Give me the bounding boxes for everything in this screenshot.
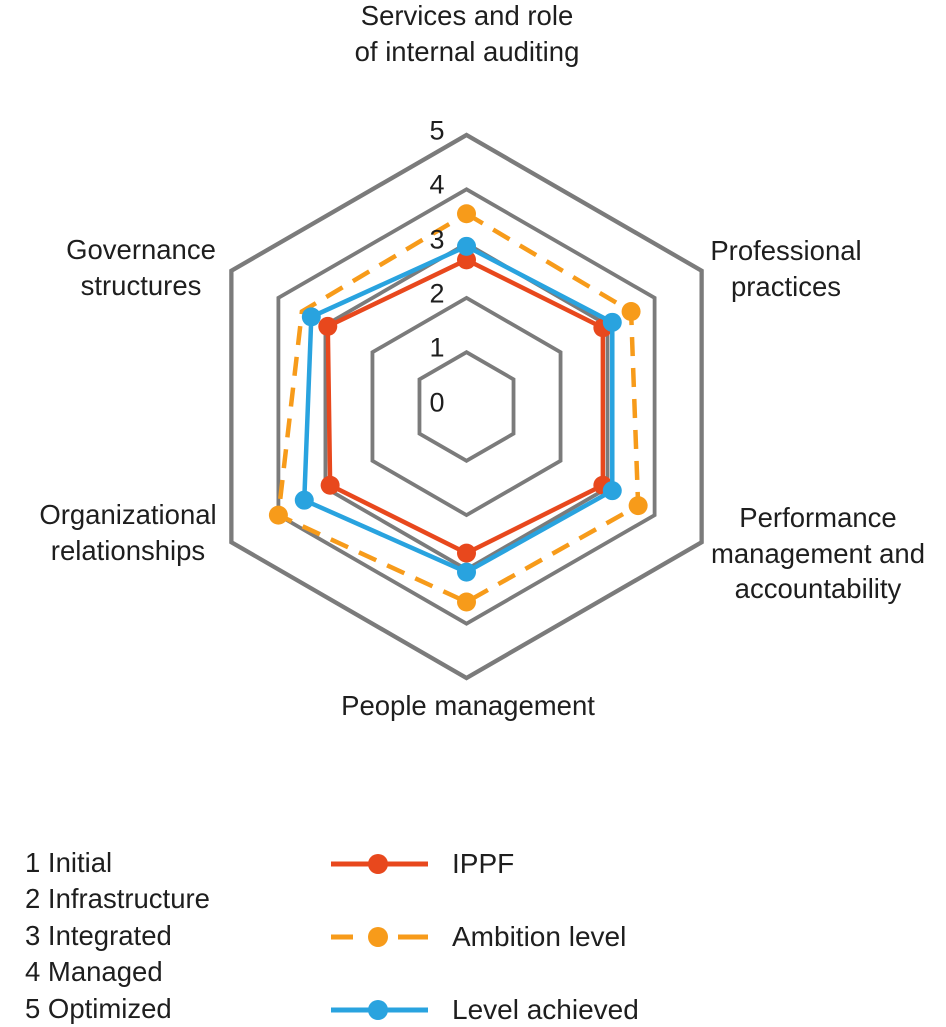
- legend-marker: [368, 1000, 388, 1020]
- series-marker-ippf: [457, 250, 476, 270]
- maturity-level-item: 4 Managed: [25, 956, 163, 988]
- series-line-ambition-level: [275, 211, 641, 605]
- series-marker-ippf: [318, 316, 338, 336]
- series-marker-ambition-level: [457, 204, 476, 224]
- series-marker-ambition-level: [621, 301, 641, 321]
- scale-tick-label-5: 5: [429, 115, 445, 146]
- scale-tick-label-2: 2: [429, 278, 445, 309]
- axis-label-line: Governance: [66, 234, 216, 265]
- legend-label: Ambition level: [452, 921, 627, 952]
- axis-label-organizational-relationships: Organizational relationships: [39, 497, 216, 568]
- legend-item-ambition-level: Ambition level: [330, 921, 627, 952]
- legend-item-ippf: IPPF: [330, 848, 515, 879]
- series-marker-level-achieved: [602, 312, 622, 332]
- axis-label-line: Professional: [710, 235, 862, 266]
- axis-label-line: of internal auditing: [354, 35, 580, 67]
- legend-line-sample-ambition-level: [331, 927, 428, 947]
- axis-label-line: Organizational: [39, 499, 217, 530]
- axis-label-line: relationships: [50, 534, 206, 566]
- series-marker-level-achieved: [457, 562, 476, 582]
- radar-grid-ring-5: [229, 132, 704, 681]
- series-marker-ambition-level: [628, 496, 648, 516]
- legend-marker: [368, 927, 388, 947]
- legend-label: IPPF: [452, 848, 515, 879]
- series-marker-level-achieved: [457, 236, 476, 256]
- axis-label-line: Performance: [739, 502, 897, 533]
- radar-grid-ring-2: [370, 295, 563, 518]
- scale-tick-label-3: 3: [429, 224, 445, 255]
- axis-label-governance-structures: Governance structures: [66, 232, 216, 303]
- axis-label-line: accountability: [734, 573, 902, 604]
- series-marker-level-achieved: [602, 481, 622, 501]
- series-marker-ambition-level: [457, 592, 476, 612]
- axis-label-line: People management: [341, 690, 595, 721]
- maturity-level-item: 1 Initial: [25, 847, 113, 878]
- scale-tick-label-1: 1: [429, 332, 445, 363]
- axis-label-line: practices: [730, 270, 842, 302]
- axis-label-professional-practices: Professional practices: [710, 233, 861, 304]
- axis-label-people-management: People management: [341, 688, 595, 724]
- axis-label-services-and-role-of-internal-auditing: Services and role of internal auditing: [355, 0, 580, 69]
- series-marker-ippf: [320, 475, 340, 495]
- radar-grid-ring-4: [276, 187, 657, 626]
- legend-label: Level achieved: [452, 994, 639, 1025]
- series-marker-level-achieved: [301, 307, 321, 327]
- radar-grid-ring-1: [417, 350, 516, 463]
- series-marker-ambition-level: [268, 505, 288, 525]
- legend-line-sample-ippf: [331, 854, 428, 874]
- legend-item-level-achieved: Level achieved: [330, 994, 639, 1025]
- series-marker-ippf: [457, 543, 476, 563]
- maturity-level-item: 5 Optimized: [25, 992, 172, 1024]
- maturity-level-item: 2 Infrastructure: [25, 883, 210, 915]
- series-line-level-achieved: [301, 243, 615, 575]
- legend-marker: [368, 854, 388, 874]
- maturity-level-legend: 1 Initial 2 Infrastructure 3 Integrated …: [25, 845, 210, 1027]
- scale-tick-label-4: 4: [429, 169, 445, 200]
- series-marker-level-achieved: [294, 490, 314, 510]
- scale-tick-label-0: 0: [429, 387, 445, 417]
- axis-label-line: structures: [80, 269, 202, 301]
- maturity-level-item: 3 Integrated: [25, 919, 172, 951]
- axis-label-performance-management-and-accountability: Performance management and accountabilit…: [711, 500, 925, 607]
- axis-label-line: Services and role: [360, 0, 574, 31]
- axis-label-line: management and: [710, 537, 926, 569]
- legend-line-sample-level-achieved: [331, 1000, 428, 1020]
